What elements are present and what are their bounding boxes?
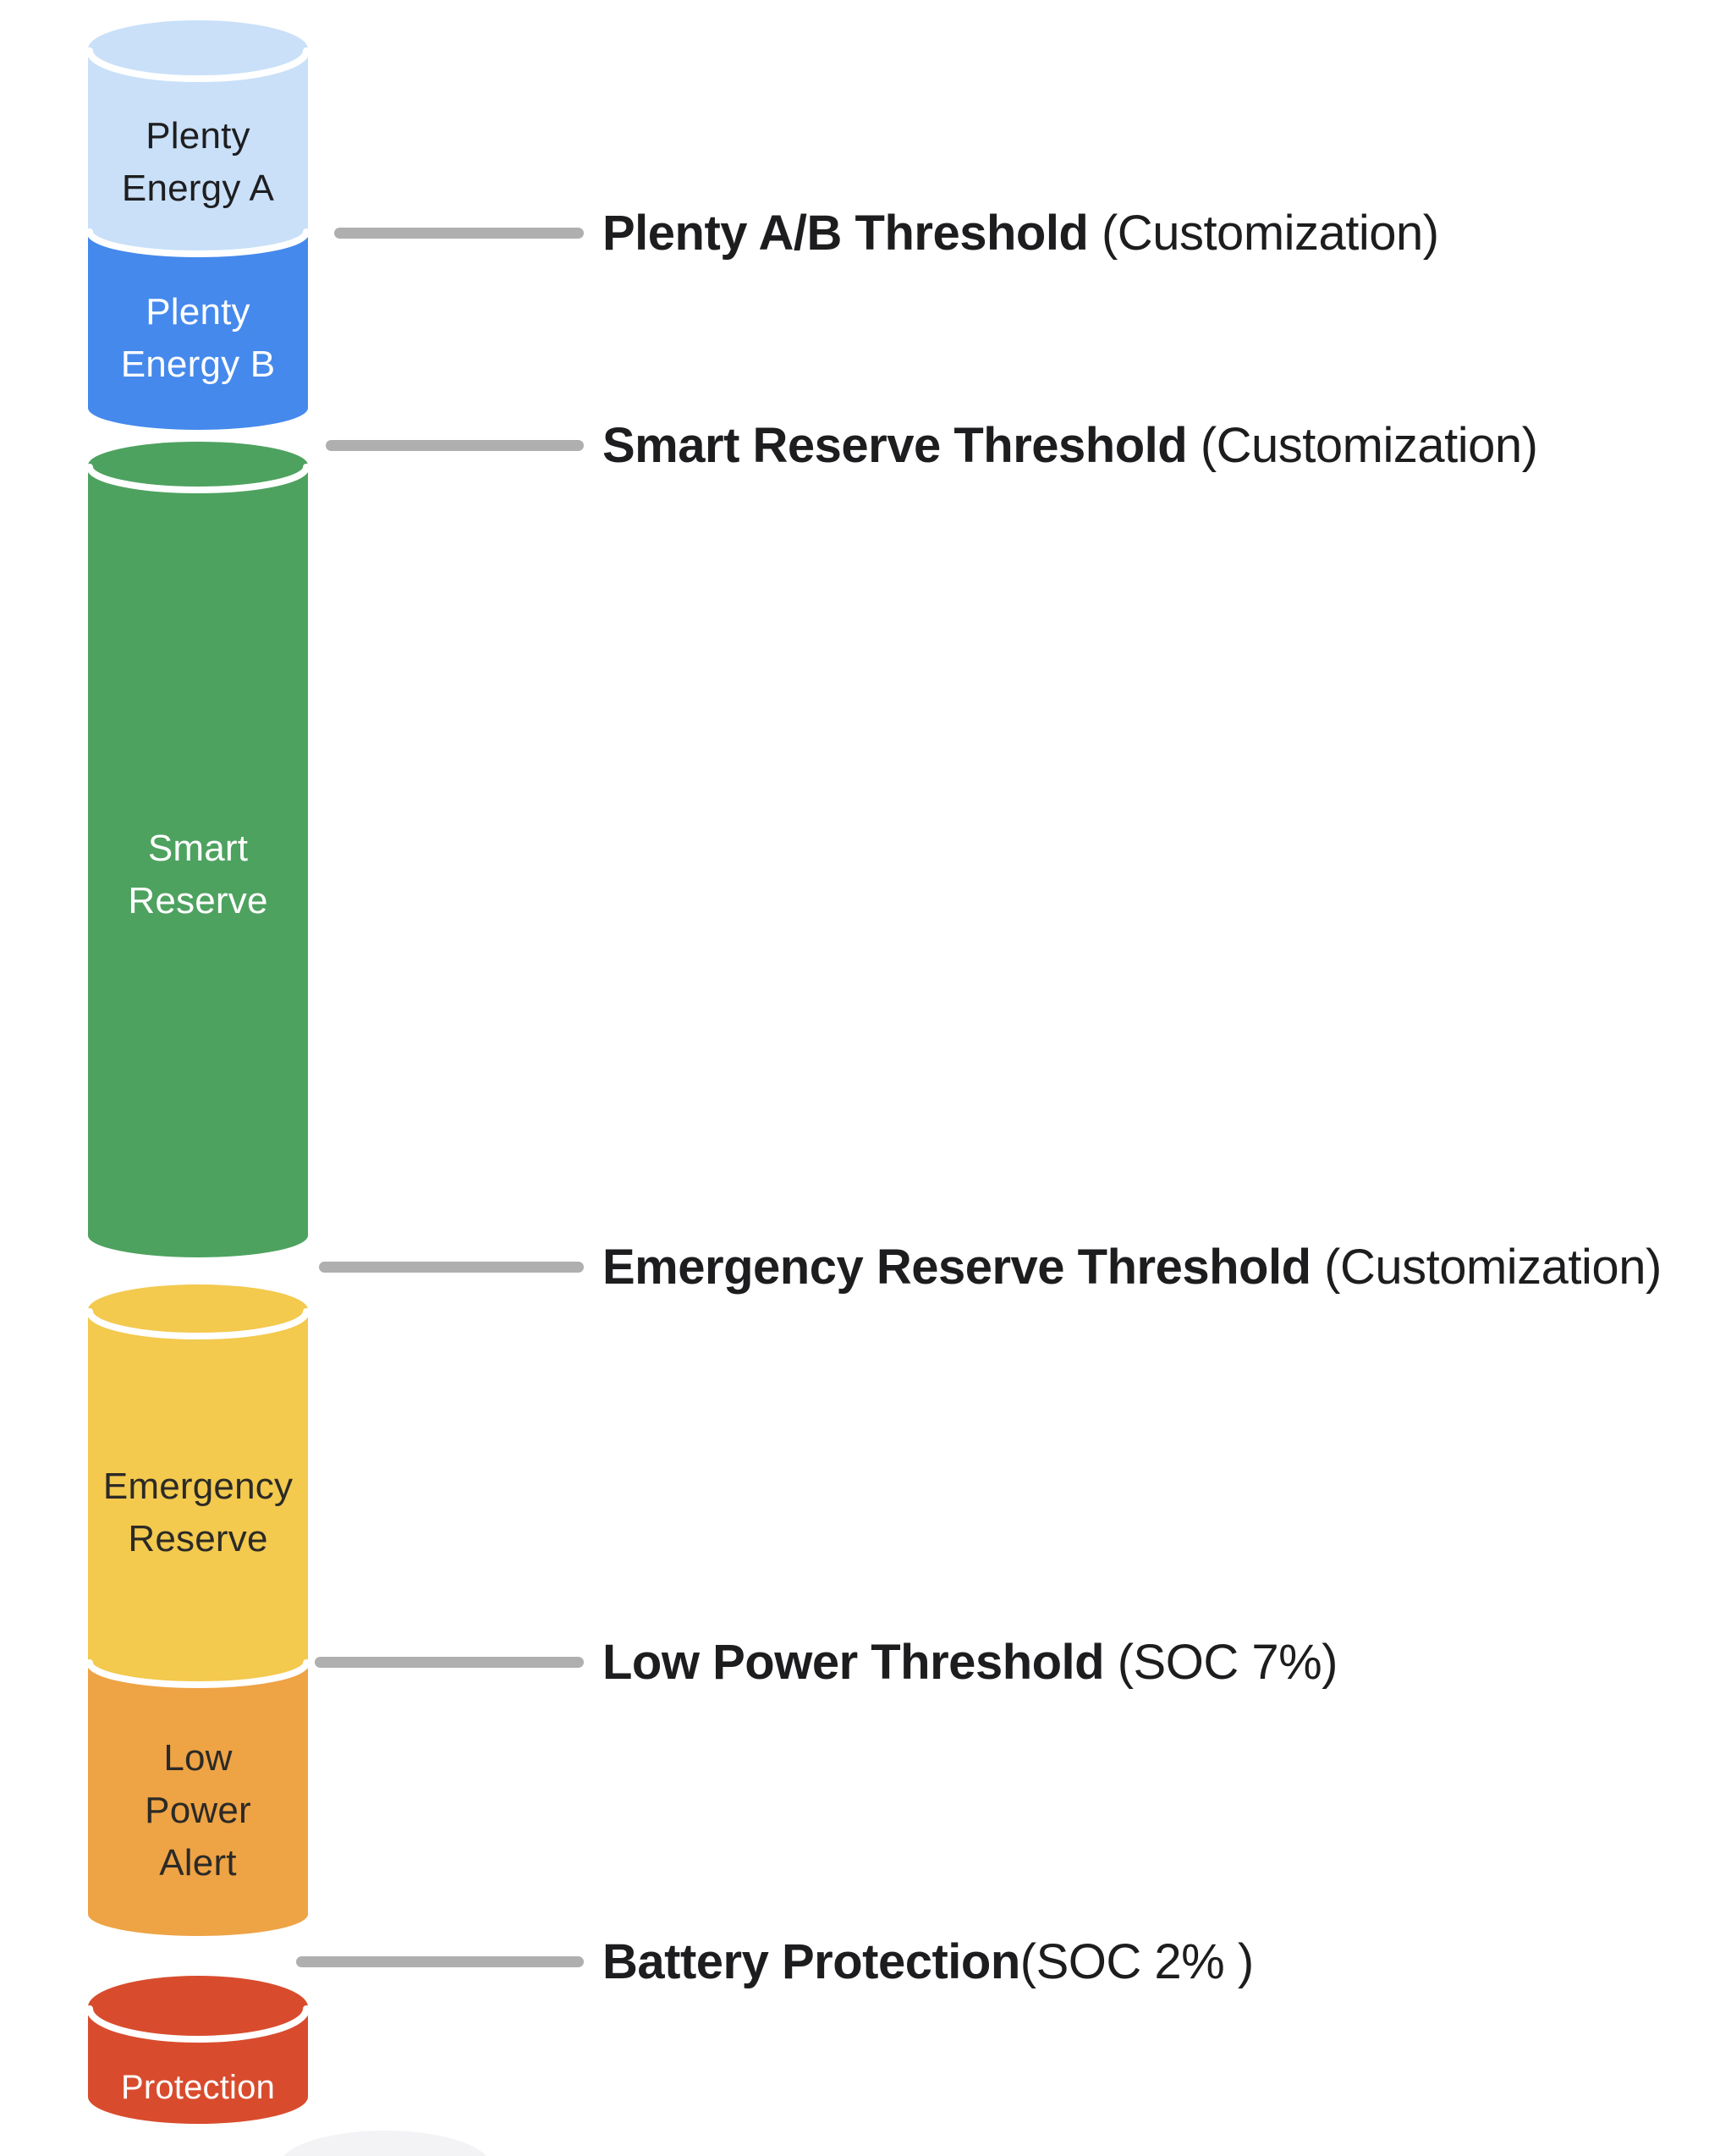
segment-emergency-reserve-shape [88,1284,308,1684]
threshold-label: Low Power Threshold (SOC 7%) [602,1634,1338,1690]
smart-reserve-rim-arc [86,464,310,493]
threshold-connector-line [296,1955,584,1967]
label-plenty-energy-b: Plenty Energy B [120,291,276,385]
threshold-label: Emergency Reserve Threshold (Customizati… [602,1239,1662,1295]
threshold-plenty-ab: Plenty A/B Threshold (Customization) [0,201,1439,265]
segment-smart-reserve-shape [88,442,308,1257]
threshold-low-power: Low Power Threshold (SOC 7%) [0,1630,1338,1694]
threshold-connector-line [315,1656,584,1668]
emergency-reserve-rim-arc [86,1308,310,1339]
segment-plenty-energy-b-shape [88,231,308,430]
label-plenty-energy-a: Plenty Energy A [121,115,275,209]
threshold-connector-line [334,227,584,239]
bottom-shadow [283,2131,486,2156]
threshold-label: Smart Reserve Threshold (Customization) [602,417,1538,473]
segment-low-power-alert-shape [88,1662,308,1936]
threshold-connector-line [326,439,584,451]
segment-protection-shape [88,1976,308,2124]
threshold-label: Battery Protection(SOC 2% ) [602,1933,1254,1989]
yellow-orange-separator-arc [86,1659,310,1688]
label-protection: Protection [120,2069,276,2106]
threshold-label: Plenty A/B Threshold (Customization) [602,205,1439,261]
threshold-connector-line [319,1261,584,1273]
label-low-power-alert: Low Power Alert [145,1737,251,1884]
segment-plenty-energy-a-shape [88,20,308,253]
threshold-smart-reserve: Smart Reserve Threshold (Customization) [0,413,1538,477]
cylinder-top-rim-arc [86,47,310,82]
plenty-ab-separator-arc [86,228,310,257]
threshold-emergency-reserve: Emergency Reserve Threshold (Customizati… [0,1235,1662,1299]
label-emergency-reserve: Emergency Reserve [102,1466,294,1559]
threshold-battery-protection: Battery Protection(SOC 2% ) [0,1929,1254,1994]
protection-rim-arc [86,2005,310,2043]
label-smart-reserve: Smart Reserve [128,828,268,921]
